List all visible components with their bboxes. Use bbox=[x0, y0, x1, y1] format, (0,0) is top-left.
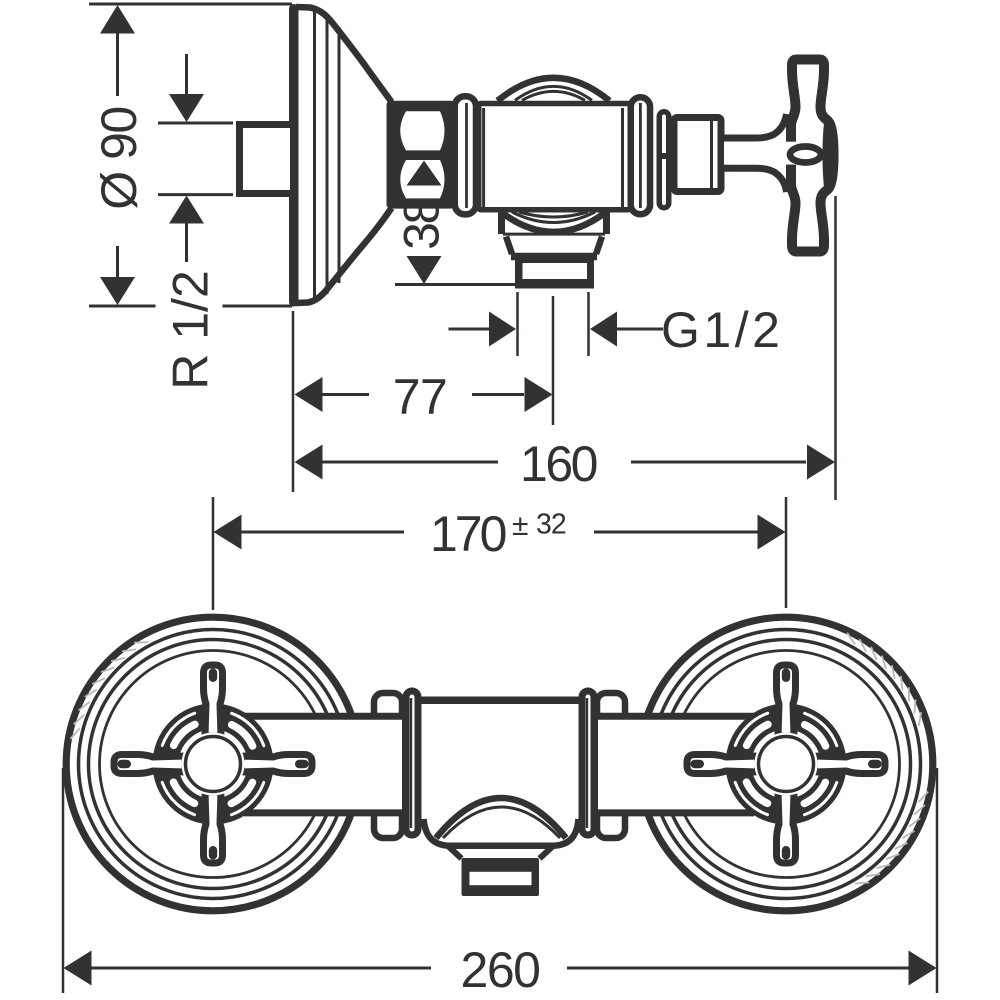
svg-text:260: 260 bbox=[461, 942, 540, 998]
svg-text:Ø 90: Ø 90 bbox=[91, 107, 147, 209]
svg-text:32: 32 bbox=[536, 509, 566, 541]
svg-text:38: 38 bbox=[394, 199, 450, 250]
svg-text:170: 170 bbox=[430, 506, 506, 562]
svg-text:77: 77 bbox=[393, 369, 448, 425]
svg-text:160: 160 bbox=[520, 436, 597, 492]
svg-text:±: ± bbox=[512, 509, 528, 542]
svg-text:G1/2: G1/2 bbox=[661, 302, 783, 358]
svg-text:R 1/2: R 1/2 bbox=[163, 270, 219, 390]
